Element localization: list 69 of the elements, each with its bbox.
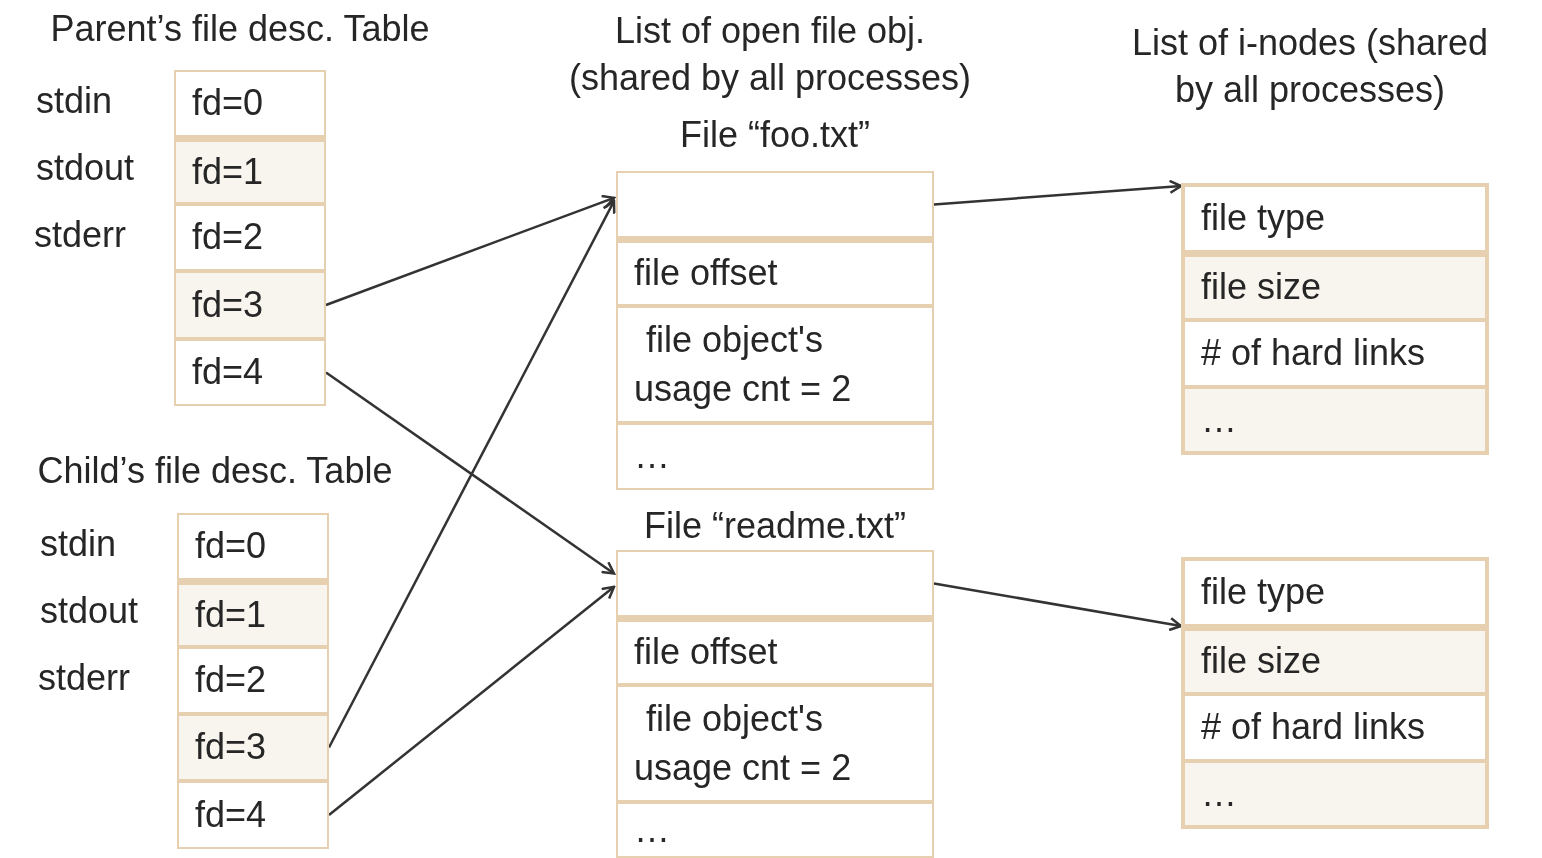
cell-text: fd=2: [192, 215, 264, 260]
arrow: [325, 194, 616, 307]
table-cell: [616, 238, 934, 306]
table-cell: [174, 137, 326, 204]
section-heading: List of open file obj. (shared by all processes): [567, 9, 973, 100]
cell-text: fd=1: [195, 592, 267, 637]
table-cell: [616, 306, 934, 423]
table-cell: [177, 580, 329, 647]
cell-text: fd=3: [192, 282, 264, 327]
table-cell: [616, 617, 934, 685]
cell-text: file size: [1201, 639, 1322, 684]
table-cell: [174, 70, 326, 137]
cell-text: fd=0: [192, 81, 264, 126]
table-cell: [174, 204, 326, 271]
cell-text: …: [1201, 397, 1237, 442]
table-cell: [177, 647, 329, 714]
cell-text: …: [1201, 771, 1237, 816]
cell-text: file offset: [634, 251, 778, 296]
cell-text: # of hard links: [1201, 705, 1426, 750]
table-heading: File “foo.txt”: [678, 113, 871, 157]
table-cell: [177, 714, 329, 781]
table-cell: [1183, 761, 1487, 827]
cell-text: fd=2: [195, 658, 267, 703]
section-heading: Child’s file desc. Table: [36, 449, 394, 493]
table-cell: [1183, 252, 1487, 320]
cell-text: fd=4: [192, 350, 264, 395]
cell-text: file type: [1201, 570, 1326, 615]
stream-name: stdout: [40, 589, 139, 633]
table-cell: [174, 271, 326, 339]
table-cell: [1183, 185, 1487, 252]
table-cell: [1183, 694, 1487, 761]
section-heading: Parent’s file desc. Table: [49, 7, 431, 51]
table-cell: [1183, 626, 1487, 694]
cell-text: file offset: [634, 630, 778, 675]
inode-table: [1183, 185, 1487, 453]
cell-text: file object's usage cnt = 2: [634, 317, 853, 411]
empty-cell: [616, 171, 934, 238]
cell-text: …: [634, 807, 670, 852]
stream-name: stdout: [36, 146, 135, 190]
cell-text: fd=3: [195, 725, 267, 770]
inode-table: [1183, 559, 1487, 827]
stream-name: stdin: [40, 522, 117, 566]
table-cell: [616, 802, 934, 858]
cell-text: fd=1: [192, 149, 264, 194]
table-cell: [616, 685, 934, 802]
table-heading: File “readme.txt”: [642, 504, 908, 548]
cell-text: fd=4: [195, 792, 267, 837]
stream-name: stderr: [38, 656, 131, 700]
cell-text: file object's usage cnt = 2: [634, 696, 853, 790]
table-cell: [177, 781, 329, 849]
arrow: [328, 585, 616, 816]
empty-cell: [616, 550, 934, 617]
arrow: [933, 179, 1183, 206]
table-cell: [1183, 320, 1487, 387]
cell-text: fd=0: [195, 524, 267, 569]
table-cell: [1183, 387, 1487, 453]
arrow: [933, 582, 1183, 632]
table-cell: [177, 513, 329, 580]
table-cell: [1183, 559, 1487, 626]
cell-text: file type: [1201, 196, 1326, 241]
stream-name: stderr: [34, 213, 127, 257]
table-cell: [174, 339, 326, 406]
stream-name: stdin: [36, 79, 113, 123]
cell-text: file size: [1201, 265, 1322, 310]
table-cell: [616, 423, 934, 490]
section-heading: List of i-nodes (shared by all processes): [1130, 21, 1490, 112]
cell-text: …: [634, 434, 670, 479]
arrow: [325, 371, 616, 575]
cell-text: # of hard links: [1201, 331, 1426, 376]
